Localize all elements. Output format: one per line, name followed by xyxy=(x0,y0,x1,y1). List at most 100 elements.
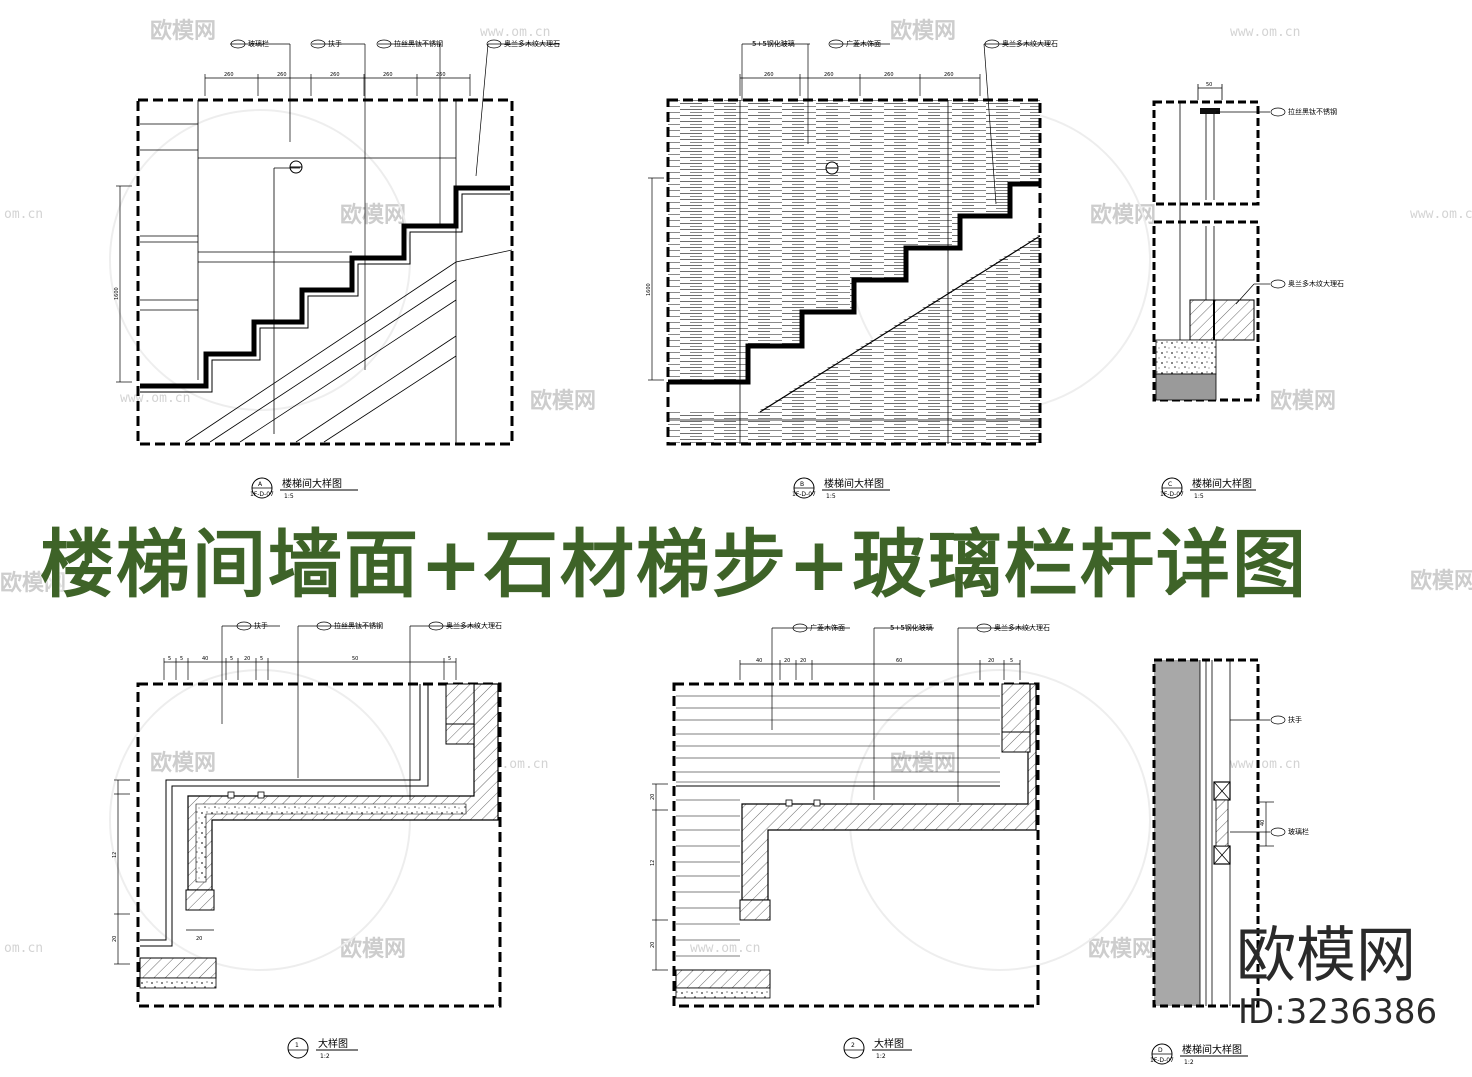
dimension-label: 5 xyxy=(230,656,233,662)
detail-bubble-ref: 1F-D-07 xyxy=(1150,1057,1174,1064)
dimension-label: 20 xyxy=(800,658,806,664)
material-callout: 奥兰多木纹大理石 xyxy=(446,621,502,630)
detail-bubble-number: 1 xyxy=(295,1042,299,1049)
dimension-label: 1600 xyxy=(646,283,652,296)
watermark-text: 欧模网 xyxy=(530,388,596,414)
watermark-text: 欧模网 xyxy=(890,750,956,776)
watermark-url: www.om.cn xyxy=(690,941,760,956)
material-callout: 玻璃栏 xyxy=(1288,827,1309,836)
detail-bubble-letter: D xyxy=(1158,1047,1163,1054)
detail-panel-2: 40 20 20 60 20 5 20 12 20 广菱木饰面 5+5钢化玻璃 … xyxy=(650,623,1050,1060)
material-callout: 奥兰多木纹大理石 xyxy=(504,39,560,48)
brand-id: ID:3236386 xyxy=(1238,992,1438,1032)
dimension-label: 260 xyxy=(884,72,894,78)
watermark-text: 欧模网 xyxy=(1270,388,1336,414)
watermark-url: www.om.cn xyxy=(1230,757,1300,772)
detail-title: 楼梯间大样图 xyxy=(1182,1043,1242,1056)
detail-scale: 1:2 xyxy=(876,1053,886,1060)
detail-bubble-letter: A xyxy=(258,481,263,488)
material-callout: 奥兰多木纹大理石 xyxy=(1288,279,1344,288)
material-callout: 扶手 xyxy=(328,39,342,48)
detail-panel-b: 260 260 260 260 1600 5+5钢化玻璃 广菱木饰面 奥兰多木纹… xyxy=(646,39,1058,500)
brand-logo-text: 欧模网 xyxy=(1236,921,1416,991)
detail-bubble-ref: 1F-D-07 xyxy=(250,491,274,498)
detail-title: 大样图 xyxy=(318,1037,348,1050)
dimension-label: 20 xyxy=(112,936,118,942)
dimension-label: 5 xyxy=(180,656,183,662)
dimension-label: 5 xyxy=(448,656,451,662)
detail-title: 楼梯间大样图 xyxy=(824,477,884,490)
dimension-label: 260 xyxy=(224,72,234,78)
detail-bubble-number: 2 xyxy=(851,1042,855,1049)
dimension-label: 260 xyxy=(764,72,774,78)
material-callout: 拉丝黑钛不锈钢 xyxy=(1288,107,1337,116)
detail-panel-1: 5 5 40 5 20 5 50 5 12 20 20 xyxy=(112,621,502,1060)
material-callout: 扶手 xyxy=(254,621,268,630)
watermark-text: 欧模网 xyxy=(150,18,216,44)
dimension-label: 50 xyxy=(352,656,358,662)
watermark-text: 欧模网 xyxy=(340,202,406,228)
dimension-label: 50 xyxy=(1206,82,1212,88)
dimension-label: 260 xyxy=(436,72,446,78)
watermark-logo-icon: 欧模网 xyxy=(150,18,216,44)
detail-scale: 1:2 xyxy=(1184,1059,1194,1066)
dimension-label: 260 xyxy=(330,72,340,78)
material-callout: 拉丝黑钛不锈钢 xyxy=(394,39,443,48)
dimension-label: 20 xyxy=(988,658,994,664)
watermark-url: www.om.cn xyxy=(1230,25,1300,40)
dimension-label: 260 xyxy=(277,72,287,78)
detail-scale: 1:2 xyxy=(320,1053,330,1060)
material-callout: 拉丝黑钛不锈钢 xyxy=(334,621,383,630)
dimension-label: 20 xyxy=(196,936,202,942)
dimension-label: 20 xyxy=(244,656,250,662)
material-callout: 5+5钢化玻璃 xyxy=(890,623,933,632)
dimension-label: 12 xyxy=(112,852,118,858)
dimension-label: 5 xyxy=(168,656,171,662)
detail-bubble-ref: 1F-D-07 xyxy=(1160,491,1184,498)
detail-panel-c: 50 拉丝黑钛不锈钢 奥兰多木纹大理石 C 1F-D-07 楼梯间大样图 1:5 xyxy=(1152,82,1344,500)
detail-bubble-letter: C xyxy=(1168,481,1172,488)
detail-bubble-ref: 1F-D-07 xyxy=(792,491,816,498)
material-callout: 玻璃栏 xyxy=(248,39,269,48)
detail-title: 楼梯间大样图 xyxy=(282,477,342,490)
detail-panel-d: 40 扶手 玻璃栏 D 1F-D-07 楼梯间大样图 1:2 xyxy=(1150,658,1309,1066)
banner-title: 楼梯间墙面+石材梯步+玻璃栏杆详图 xyxy=(40,522,1309,608)
dimension-label: 20 xyxy=(784,658,790,664)
material-callout: 奥兰多木纹大理石 xyxy=(994,623,1050,632)
watermark-url: www.om.cn xyxy=(480,25,550,40)
dimension-label: 12 xyxy=(650,860,656,866)
dimension-label: 40 xyxy=(756,658,762,664)
dimension-label: 260 xyxy=(944,72,954,78)
material-callout: 5+5钢化玻璃 xyxy=(752,39,795,48)
detail-bubble-letter: B xyxy=(800,481,804,488)
detail-panel-a: 260 260 260 260 260 玻璃栏 扶手 拉丝黑钛不锈钢 奥兰多木纹… xyxy=(114,39,560,500)
dimension-label: 20 xyxy=(650,942,656,948)
watermark-text: 欧模网 xyxy=(0,570,66,596)
dimension-label: 5 xyxy=(260,656,263,662)
dimension-label: 5 xyxy=(1010,658,1013,664)
dimension-label: 260 xyxy=(383,72,393,78)
dimension-label: 20 xyxy=(650,794,656,800)
material-callout: 广菱木饰面 xyxy=(810,623,845,632)
watermark-text: 欧模网 xyxy=(1410,568,1472,594)
dimension-label: 1600 xyxy=(114,287,120,300)
watermark-url-partial: om.cn xyxy=(4,207,43,222)
detail-scale: 1:5 xyxy=(284,493,294,500)
material-callout: 扶手 xyxy=(1288,715,1302,724)
dimension-label: 40 xyxy=(1260,820,1266,826)
dimension-label: 60 xyxy=(896,658,902,664)
watermark-layer: 欧模网 www.om.cn 欧模网 www.om.cn om.cn 欧模网 ww… xyxy=(0,18,1472,971)
watermark-text: 欧模网 xyxy=(150,750,216,776)
watermark-text: 欧模网 xyxy=(890,18,956,44)
detail-title: 大样图 xyxy=(874,1037,904,1050)
watermark-text: 欧模网 xyxy=(1088,936,1154,962)
watermark-url: www.om.cn xyxy=(120,391,190,406)
watermark-url: www.om.cn xyxy=(1410,207,1472,222)
detail-title: 楼梯间大样图 xyxy=(1192,477,1252,490)
detail-scale: 1:5 xyxy=(1194,493,1204,500)
watermark-url-partial: om.cn xyxy=(4,941,43,956)
dimension-label: 260 xyxy=(824,72,834,78)
detail-scale: 1:5 xyxy=(826,493,836,500)
material-callout: 广菱木饰面 xyxy=(846,39,881,48)
